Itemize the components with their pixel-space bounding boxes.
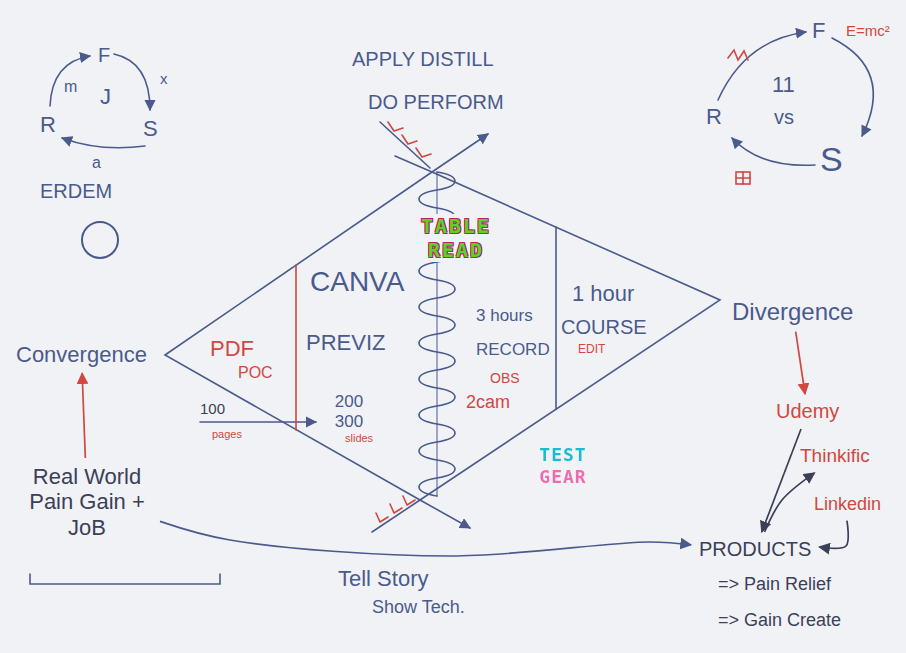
flow-term: Udemy	[772, 398, 843, 425]
sketch-label: COURSE	[561, 316, 647, 339]
sketch-label: ERDEM	[40, 180, 112, 203]
flow-arrow	[796, 332, 805, 394]
sketch-label: R	[40, 112, 56, 137]
sketch-label: vs	[774, 106, 794, 129]
sketch-label: EDIT	[578, 343, 605, 357]
flow-arrow	[765, 473, 815, 532]
sketch-label: 200 300	[326, 392, 372, 431]
flow-term: Thinkific	[796, 443, 874, 469]
sketch-label: 100	[200, 400, 225, 417]
sketch-label: PDF	[210, 336, 254, 361]
term-text: Real World Pain Gain + JoB	[22, 464, 152, 540]
term-text: Thinkific	[800, 445, 870, 467]
sketch-label: 3 hours	[476, 306, 533, 326]
sketch-label: Tell Story	[338, 566, 428, 591]
sketch-label: E=mc²	[846, 22, 890, 39]
flow-term: PRODUCTS	[695, 536, 815, 563]
sketch-label: OBS	[490, 370, 520, 386]
sketch-label: pages	[212, 428, 242, 441]
flow-term: Convergence	[12, 340, 151, 369]
sketch-label: APPLY DISTILL	[352, 48, 494, 71]
sketch-label: S	[143, 116, 158, 141]
sketch-label: J	[100, 84, 111, 109]
sketch-label: m	[64, 78, 77, 96]
term-text: Divergence	[732, 298, 853, 326]
sketch-label: x	[160, 70, 168, 87]
flow-term: Linkedin	[810, 492, 885, 517]
flow-arrow	[82, 373, 85, 458]
sketch-label: DO PERFORM	[368, 91, 504, 114]
sketch-label: Show Tech.	[372, 597, 465, 618]
sketch-label: a	[92, 154, 101, 172]
sketch-label: 1 hour	[572, 281, 634, 306]
sketch-label: F	[812, 18, 825, 43]
flow-term: Divergence	[728, 296, 857, 328]
term-text: Linkedin	[814, 494, 881, 515]
sketch-label: POC	[238, 364, 273, 382]
sticker-label: TEST GEAR	[528, 444, 598, 488]
sketch-label: CANVA	[310, 266, 404, 298]
flow-arrow	[819, 521, 848, 549]
flow-arrow	[762, 429, 801, 532]
term-text: PRODUCTS	[699, 538, 811, 561]
sketch-label: R	[706, 104, 722, 129]
sketch-label: RECORD	[476, 340, 550, 360]
sketch-label: => Gain Create	[718, 610, 841, 631]
flow-term: Real World Pain Gain + JoB	[18, 462, 156, 542]
sketch-label: S	[820, 140, 843, 179]
sketch-label: slides	[345, 432, 373, 445]
term-text: Udemy	[776, 400, 839, 423]
sketch-label: => Pain Relief	[718, 574, 831, 595]
sketch-label: F	[98, 44, 110, 67]
flow-arrow	[160, 521, 691, 556]
sketch-label: 2cam	[466, 392, 510, 413]
sticker-label: TABLE READ	[400, 214, 512, 262]
sketch-label: 11	[772, 72, 795, 97]
sketch-label: PREVIZ	[306, 330, 385, 355]
term-text: Convergence	[16, 342, 147, 367]
